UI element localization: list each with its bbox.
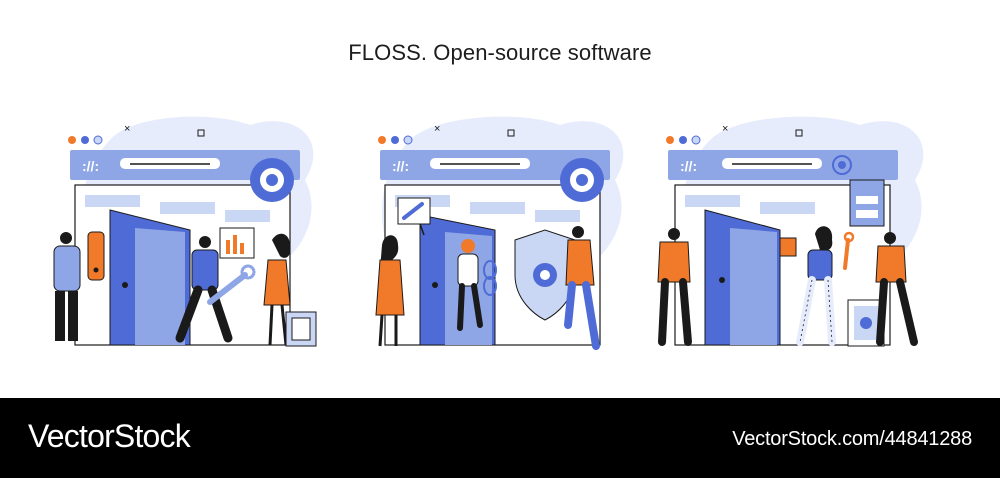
person-right: [875, 232, 918, 346]
person-walking: [457, 239, 483, 331]
person-right: [263, 233, 291, 346]
illustration-security-and-tools: × ://:: [350, 110, 650, 360]
illustration-team-at-open-door: × ://:: [40, 110, 340, 360]
gear-icon: [250, 158, 294, 202]
code-icon: ://:: [82, 158, 99, 174]
document-icon: [849, 179, 885, 227]
svg-text:×: ×: [722, 123, 728, 135]
wrench-icon: [397, 197, 431, 236]
chain-icon: [483, 260, 497, 296]
brand-logo: VectorStock: [28, 418, 191, 454]
warning-icon: [87, 231, 105, 281]
gear-icon: [560, 158, 604, 202]
book-icon: [779, 237, 797, 257]
person-left: [53, 232, 81, 341]
illustration-documents-and-settings: × ://:: [650, 110, 950, 360]
bar-chart-icon: [219, 227, 255, 259]
svg-text:://:: ://:: [392, 158, 409, 174]
gear-icon: [832, 155, 852, 175]
svg-text:://:: ://:: [82, 158, 99, 174]
person-right: [564, 226, 600, 350]
svg-text:://:: ://:: [680, 158, 697, 174]
code-icon: ://:: [392, 158, 409, 174]
page-title: FLOSS. Open-source software: [348, 40, 652, 65]
footer-banner: VectorStock VectorStock.com/44841288: [0, 398, 1000, 478]
wrench-icon: [843, 231, 855, 270]
wrench-icon: [207, 264, 256, 305]
person-center: [796, 226, 836, 346]
svg-text:×: ×: [124, 123, 130, 135]
svg-text:×: ×: [434, 123, 440, 135]
image-id-text: VectorStock.com/44841288: [732, 428, 972, 450]
person-left: [657, 228, 692, 346]
code-icon: ://:: [680, 158, 697, 174]
person-holding-sign: [375, 235, 405, 347]
